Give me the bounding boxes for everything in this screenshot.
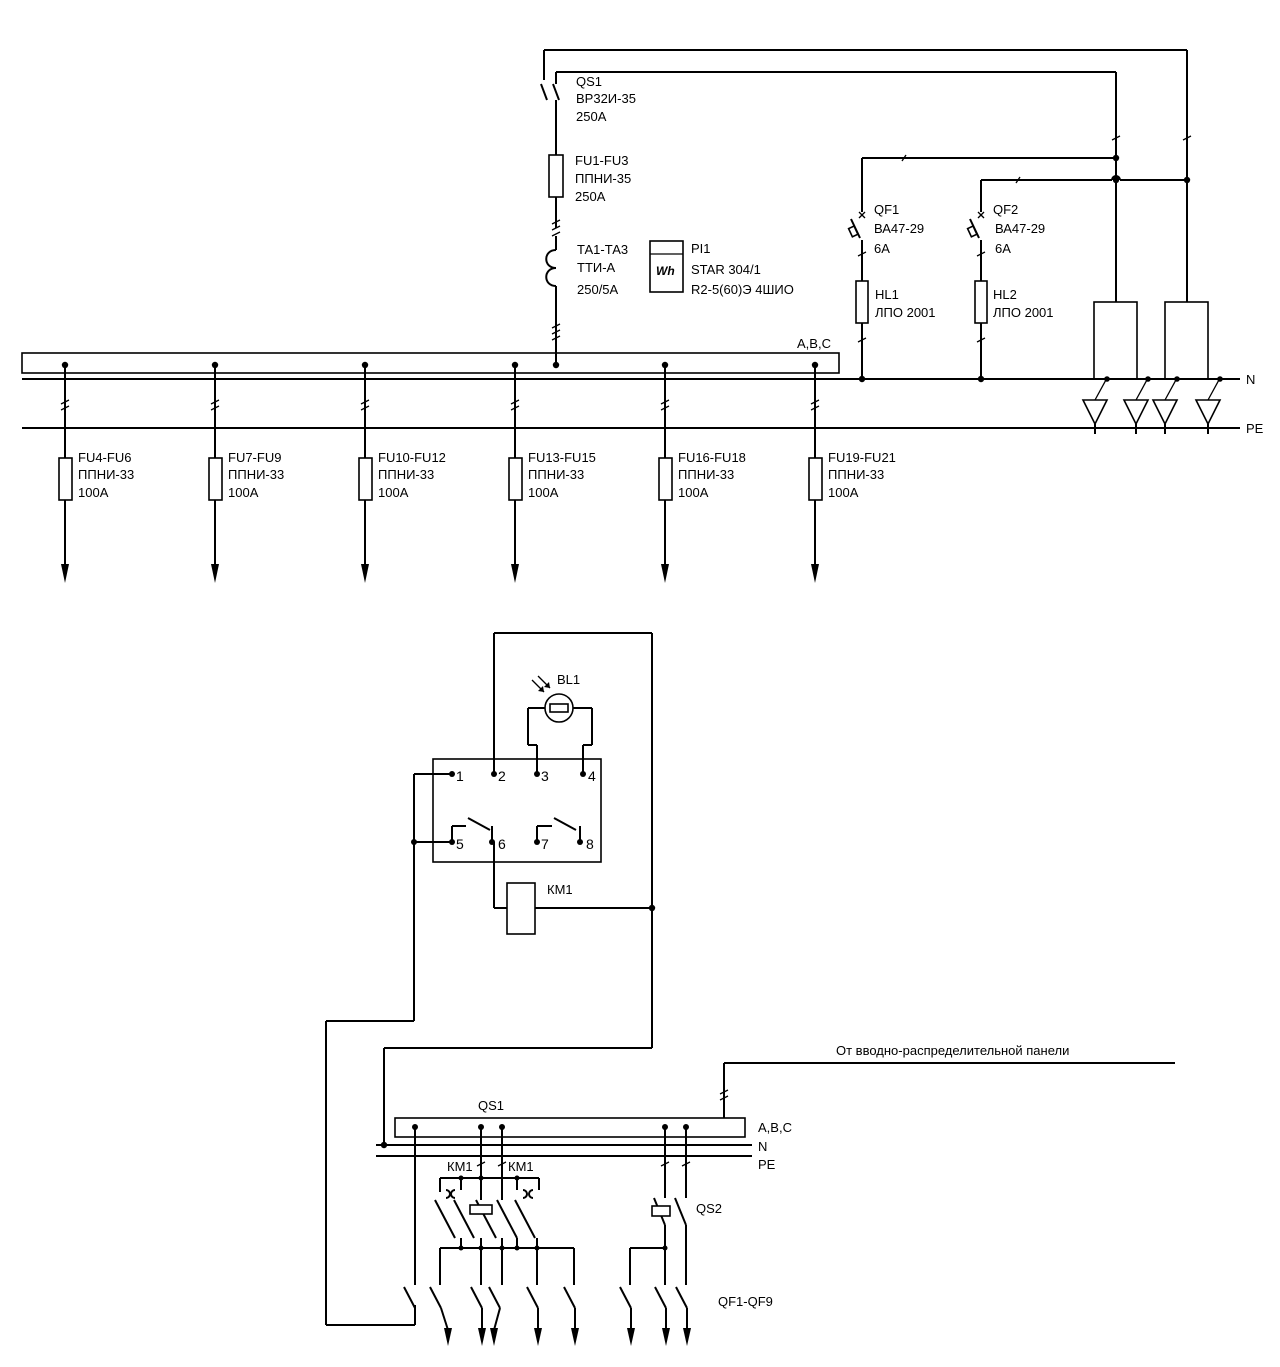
- meter-spec: R2-5(60)Э 4ШИО: [691, 282, 794, 297]
- feeder-6: [808, 361, 823, 583]
- hl2-type: ЛПО 2001: [993, 305, 1054, 320]
- qs1-switch: [540, 83, 548, 101]
- terminal-4: 4: [588, 768, 596, 784]
- terminal-7: 7: [541, 836, 549, 852]
- qf2-type: ВА47-29: [995, 221, 1045, 236]
- terminal-5: 5: [456, 836, 464, 852]
- qs1-type: ВР32И-35: [576, 91, 636, 106]
- fu1-rating: 250А: [575, 189, 606, 204]
- feeder-3-rating: 100А: [378, 485, 409, 500]
- lamp-hl1: [855, 280, 869, 324]
- feeder-2-name: FU7-FU9: [228, 450, 281, 465]
- bottom-n-label: N: [758, 1139, 767, 1154]
- feeder-1-rating: 100А: [78, 485, 109, 500]
- feeder-1-type: ППНИ-33: [78, 467, 134, 482]
- feeder-5-name: FU16-FU18: [678, 450, 746, 465]
- n-label: N: [1246, 372, 1255, 387]
- feeder-3: [358, 361, 373, 583]
- qf2-name: QF2: [993, 202, 1018, 217]
- feeder-5-type: ППНИ-33: [678, 467, 734, 482]
- feeder-4-rating: 100А: [528, 485, 559, 500]
- qs1-rating: 250А: [576, 109, 607, 124]
- contactor-coil-km1: [506, 882, 536, 935]
- feeder-2: [208, 361, 223, 583]
- hl1-type: ЛПО 2001: [875, 305, 936, 320]
- lamp-branch-2: [966, 175, 1187, 383]
- feeder-1-name: FU4-FU6: [78, 450, 131, 465]
- qf1-rating: 6А: [874, 241, 890, 256]
- feeder-4-name: FU13-FU15: [528, 450, 596, 465]
- busbar-taps: [412, 1124, 691, 1285]
- meter-type: STAR 304/1: [691, 262, 761, 277]
- terminal-2: 2: [498, 768, 506, 784]
- bottom-diagram: BL1 1 2 3 4 5 6 7 8: [325, 632, 1175, 1346]
- feeder-3-name: FU10-FU12: [378, 450, 446, 465]
- contactor-label: КМ1: [547, 882, 573, 897]
- bottom-pe-label: PE: [758, 1157, 776, 1172]
- km1-contacts: [434, 1175, 574, 1251]
- bottom-busbar-abc: [394, 1117, 746, 1138]
- qf-range-label: QF1-QF9: [718, 1294, 773, 1309]
- busbar-abc: [21, 352, 840, 374]
- qs2-label: QS2: [696, 1201, 722, 1216]
- terminal-8: 8: [586, 836, 594, 852]
- meter-icon: Wh: [649, 240, 684, 293]
- supply-note: От вводно-распределительной панели: [836, 1043, 1069, 1058]
- feeder-5-rating: 100А: [678, 485, 709, 500]
- feeder-6-name: FU19-FU21: [828, 450, 896, 465]
- km1-label-b: КМ1: [508, 1159, 534, 1174]
- fuse-fu1-fu3: [548, 154, 564, 198]
- feeder-2-rating: 100А: [228, 485, 259, 500]
- surge-arresters: [1081, 50, 1223, 434]
- photo-sensor-icon: [527, 675, 593, 774]
- hl1-name: HL1: [875, 287, 899, 302]
- meter-name: PI1: [691, 241, 711, 256]
- feeder-1: [58, 361, 73, 583]
- qs2-switch: [630, 1197, 687, 1285]
- ta-name: ТА1-ТА3: [577, 242, 628, 257]
- relay-box: [432, 758, 602, 863]
- bottom-bus-label: А,В,С: [758, 1120, 792, 1135]
- qf1-type: ВА47-29: [874, 221, 924, 236]
- terminal-1: 1: [456, 768, 464, 784]
- qf1-name: QF1: [874, 202, 899, 217]
- qf-breakers: [403, 1248, 691, 1346]
- feeder-6-type: ППНИ-33: [828, 467, 884, 482]
- fu1-type: ППНИ-35: [575, 171, 631, 186]
- fu1-name: FU1-FU3: [575, 153, 628, 168]
- top-diagram: А,В,С N PE: [21, 49, 1264, 583]
- qf2-rating: 6А: [995, 241, 1011, 256]
- lamp-hl2: [974, 280, 988, 324]
- sensor-label: BL1: [557, 672, 580, 687]
- feeder-4-type: ППНИ-33: [528, 467, 584, 482]
- incoming-feeder: [540, 49, 1187, 369]
- qs1-bottom-label: QS1: [478, 1098, 504, 1113]
- ta-type: ТТИ-А: [577, 260, 616, 275]
- pe-label: PE: [1246, 421, 1264, 436]
- feeder-5: [658, 361, 673, 583]
- hl2-name: HL2: [993, 287, 1017, 302]
- qs1-name: QS1: [576, 74, 602, 89]
- meter-symbol: Wh: [656, 264, 675, 278]
- feeder-6-rating: 100А: [828, 485, 859, 500]
- lamp-branch-1: [847, 154, 1116, 383]
- km1-label-a: КМ1: [447, 1159, 473, 1174]
- bus-label-abc: А,В,С: [797, 336, 831, 351]
- feeder-3-type: ППНИ-33: [378, 467, 434, 482]
- terminal-3: 3: [541, 768, 549, 784]
- ta-rating: 250/5А: [577, 282, 619, 297]
- feeder-4: [508, 361, 523, 583]
- terminal-6: 6: [498, 836, 506, 852]
- feeder-2-type: ППНИ-33: [228, 467, 284, 482]
- current-transformer-ta: [545, 249, 557, 287]
